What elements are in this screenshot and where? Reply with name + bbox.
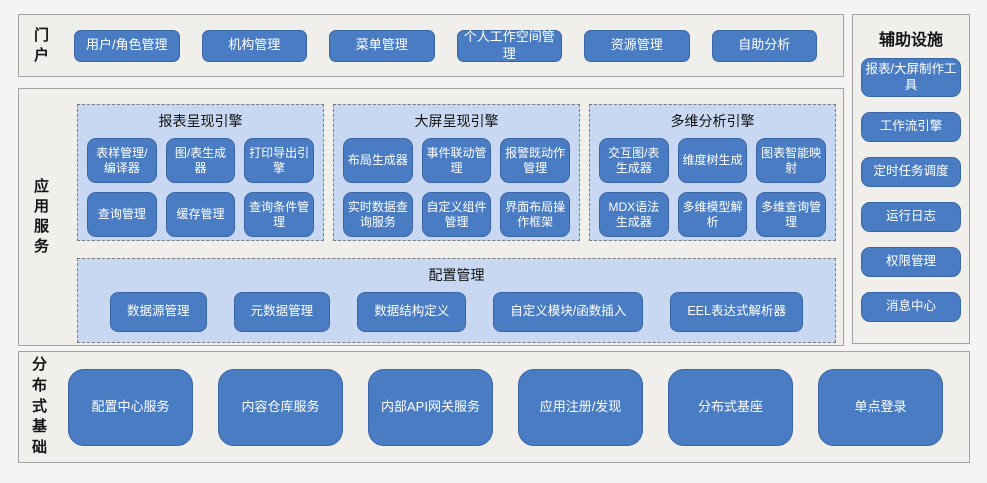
block-config-center-service: 配置中心服务 xyxy=(68,368,193,446)
app-services-section-label: 应用服务 xyxy=(33,178,49,255)
block-cache-management: 缓存管理 xyxy=(165,192,236,237)
block-resource-management: 资源管理 xyxy=(584,29,690,62)
block-realtime-data-query-service: 实时数据查询服务 xyxy=(343,192,413,237)
block-report-bigscreen-authoring-tool: 报表/大屏制作工具 xyxy=(861,58,961,98)
distributed-foundation-section: 分布式基础 配置中心服务 内容仓库服务 内部API网关服务 应用注册/发现 分布… xyxy=(18,351,970,463)
block-app-registration-discovery: 应用注册/发现 xyxy=(518,368,643,446)
block-permission-management: 权限管理 xyxy=(861,247,961,278)
portal-row: 用户/角色管理 机构管理 菜单管理 个人工作空间管理 资源管理 自助分析 xyxy=(50,29,843,62)
block-single-sign-on: 单点登录 xyxy=(818,368,943,446)
portal-section: 门户 用户/角色管理 机构管理 菜单管理 个人工作空间管理 资源管理 自助分析 xyxy=(18,14,844,77)
block-chart-table-generator: 图/表生成器 xyxy=(165,138,236,183)
app-services-content: 报表呈现引擎 表样管理/编译器 图/表生成器 打印导出引擎 查询管理 缓存管理 … xyxy=(50,89,843,345)
engine-row: 报表呈现引擎 表样管理/编译器 图/表生成器 打印导出引擎 查询管理 缓存管理 … xyxy=(77,104,836,241)
multidim-analysis-engine-title: 多维分析引擎 xyxy=(670,113,755,129)
auxiliary-facilities-section: 辅助设施 报表/大屏制作工具 工作流引擎 定时任务调度 运行日志 权限管理 消息… xyxy=(852,14,970,344)
block-dimension-tree-generation: 维度树生成 xyxy=(677,138,748,183)
report-render-engine-panel: 报表呈现引擎 表样管理/编译器 图/表生成器 打印导出引擎 查询管理 缓存管理 … xyxy=(77,104,324,241)
block-mdx-syntax-generator: MDX语法生成器 xyxy=(599,192,669,237)
block-chart-smart-mapping: 图表智能映射 xyxy=(756,138,826,183)
block-eel-expression-parser: EEL表达式解析器 xyxy=(670,292,803,332)
block-data-structure-definition: 数据结构定义 xyxy=(357,292,467,332)
block-content-repository-service: 内容仓库服务 xyxy=(218,368,343,446)
block-metadata-management: 元数据管理 xyxy=(233,292,331,332)
block-internal-api-gateway-service: 内部API网关服务 xyxy=(368,368,493,446)
config-management-row: 数据源管理 元数据管理 数据结构定义 自定义模块/函数插入 EEL表达式解析器 xyxy=(110,292,803,332)
bigscreen-render-engine-title: 大屏呈现引擎 xyxy=(414,113,499,129)
config-management-title: 配置管理 xyxy=(428,267,485,283)
block-multidim-model-parsing: 多维模型解析 xyxy=(677,192,748,237)
bigscreen-render-engine-panel: 大屏呈现引擎 布局生成器 事件联动管理 报警既动作管理 实时数据查询服务 自定义… xyxy=(333,104,580,241)
block-workflow-engine: 工作流引擎 xyxy=(861,112,961,143)
app-services-section: 应用服务 报表呈现引擎 表样管理/编译器 图/表生成器 打印导出引擎 查询管理 … xyxy=(18,88,844,346)
block-datasource-management: 数据源管理 xyxy=(110,292,207,332)
block-custom-module-function-insert: 自定义模块/函数插入 xyxy=(493,292,644,332)
block-message-center: 消息中心 xyxy=(861,292,961,323)
auxiliary-facilities-title: 辅助设施 xyxy=(878,32,943,49)
block-user-role-management: 用户/角色管理 xyxy=(74,29,180,62)
block-organization-management: 机构管理 xyxy=(201,29,307,62)
distributed-foundation-row: 配置中心服务 内容仓库服务 内部API网关服务 应用注册/发现 分布式基座 单点… xyxy=(48,368,969,446)
block-alarm-action-management: 报警既动作管理 xyxy=(500,138,570,183)
block-query-management: 查询管理 xyxy=(87,192,157,237)
report-render-engine-grid: 表样管理/编译器 图/表生成器 打印导出引擎 查询管理 缓存管理 查询条件管理 xyxy=(86,138,315,237)
block-ui-layout-operation-framework: 界面布局操作框架 xyxy=(500,192,570,237)
auxiliary-facilities-column: 报表/大屏制作工具 工作流引擎 定时任务调度 运行日志 权限管理 消息中心 xyxy=(853,58,969,323)
block-layout-generator: 布局生成器 xyxy=(343,138,413,183)
block-personal-workspace-management: 个人工作空间管理 xyxy=(456,29,562,62)
report-render-engine-title: 报表呈现引擎 xyxy=(158,113,243,129)
distributed-foundation-label: 分布式基础 xyxy=(31,356,47,457)
config-management-panel: 配置管理 数据源管理 元数据管理 数据结构定义 自定义模块/函数插入 EEL表达… xyxy=(77,258,836,343)
block-scheduled-task-dispatch: 定时任务调度 xyxy=(861,157,961,188)
block-multidim-query-management: 多维查询管理 xyxy=(756,192,826,237)
block-style-management-compiler: 表样管理/编译器 xyxy=(87,138,157,183)
block-distributed-base: 分布式基座 xyxy=(668,368,793,446)
block-interactive-chart-generator: 交互图/表生成器 xyxy=(599,138,669,183)
bigscreen-render-engine-grid: 布局生成器 事件联动管理 报警既动作管理 实时数据查询服务 自定义组件管理 界面… xyxy=(342,138,571,237)
multidim-analysis-engine-grid: 交互图/表生成器 维度树生成 图表智能映射 MDX语法生成器 多维模型解析 多维… xyxy=(598,138,827,237)
block-print-export-engine: 打印导出引擎 xyxy=(244,138,314,183)
block-self-service-analysis: 自助分析 xyxy=(711,29,817,62)
block-event-linkage-management: 事件联动管理 xyxy=(421,138,492,183)
block-menu-management: 菜单管理 xyxy=(329,29,435,62)
multidim-analysis-engine-panel: 多维分析引擎 交互图/表生成器 维度树生成 图表智能映射 MDX语法生成器 多维… xyxy=(589,104,836,241)
block-query-condition-management: 查询条件管理 xyxy=(244,192,314,237)
block-custom-component-management: 自定义组件管理 xyxy=(421,192,492,237)
block-runtime-log: 运行日志 xyxy=(861,202,961,233)
portal-section-label: 门户 xyxy=(33,26,49,64)
